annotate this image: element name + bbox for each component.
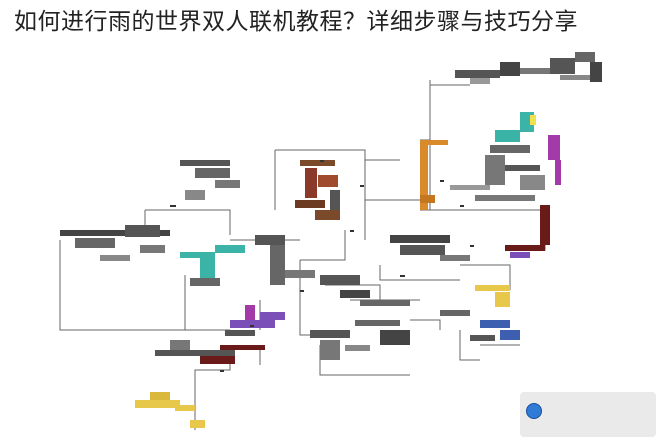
- region-lower-center: [310, 320, 410, 360]
- region-yellow-bottom: [135, 392, 205, 428]
- region-purple-lower: [225, 305, 285, 336]
- region-orange-chain: [420, 140, 448, 210]
- page-title: 如何进行雨的世界双人联机教程？详细步骤与技巧分享: [14, 9, 578, 35]
- region-teal-cluster: [450, 112, 561, 201]
- watermark: [520, 392, 656, 437]
- region-yellow-blue-right: [440, 285, 520, 341]
- region-teal-left: [180, 245, 245, 286]
- region-top-right: [455, 52, 602, 84]
- region-left-chain: [60, 225, 170, 261]
- region-central-upper: [295, 160, 340, 220]
- map-label-marks: [170, 160, 474, 372]
- region-darkred-chain: [505, 205, 550, 258]
- region-middle: [255, 235, 470, 306]
- map-connector-lines: [59, 80, 546, 430]
- site-logo-icon: [526, 403, 542, 419]
- region-upper-left: [180, 160, 240, 200]
- region-darkred-lower: [155, 340, 265, 364]
